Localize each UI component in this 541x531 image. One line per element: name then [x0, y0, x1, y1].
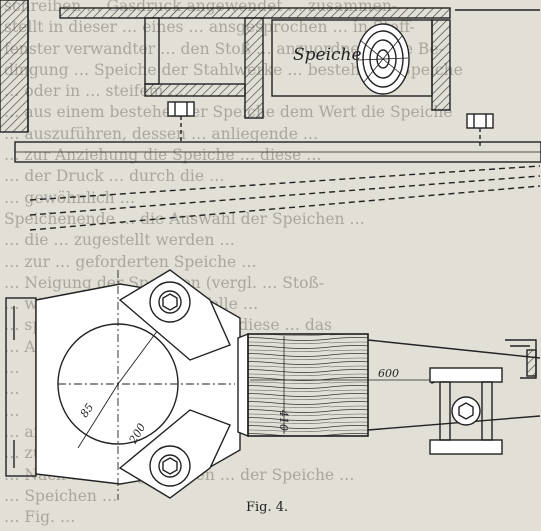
text-line: … auszuführen, dessen … anliegende …: [4, 124, 319, 143]
spoke-cross-section: [356, 23, 410, 95]
text-line: … die … zugestellt werden …: [4, 231, 235, 250]
diameter-200-line: [117, 329, 159, 385]
text-line: …: [4, 401, 20, 420]
text-line: dingung … Speiche der Stahlwerke … beste…: [4, 60, 463, 79]
bolt-right-upper: [466, 113, 494, 148]
figure-caption: Fig. 4.: [246, 500, 289, 515]
bracket-flange: [144, 83, 246, 97]
text-line: …: [4, 359, 20, 378]
text-line: … zur … geforderten Speiche …: [4, 252, 257, 271]
text-line: … oder in … steifem …: [4, 82, 184, 101]
text-line: …: [4, 380, 20, 399]
label-spoke: Speiche: [293, 45, 362, 65]
lower-view: [5, 269, 541, 500]
text-line: … Fig. …: [4, 508, 76, 527]
left-wall-section: [0, 0, 29, 133]
right-clamp-assembly: [429, 367, 503, 455]
text-line: … Speichen …: [4, 486, 118, 505]
text-line: fenster verwandter … den Stoß … anzuordn…: [4, 39, 444, 58]
radius-85-line: [77, 383, 119, 449]
dimension-600: 600: [378, 367, 399, 380]
bolt-left-upper: [167, 101, 195, 142]
text-line: Speichenende … die Auswahl der Speichen …: [4, 209, 365, 228]
text-line: … zur Anziehung die Speiche … diese …: [4, 146, 322, 165]
dimension-410: 410: [277, 410, 290, 431]
upper-lug: [118, 269, 231, 361]
bracket-web: [144, 17, 160, 85]
text-line: … aus einem bestehender Speiche dem Wert…: [4, 103, 453, 122]
right-bracket: [505, 339, 537, 379]
upper-view: [0, 0, 541, 231]
top-plate: [59, 7, 451, 19]
left-end-plate: [5, 297, 37, 477]
lower-lug: [118, 409, 231, 499]
bracket-post: [244, 17, 264, 119]
right-clamp: [431, 19, 451, 111]
text-line: … gewöhnlich …: [4, 188, 136, 207]
wooden-spoke: [247, 333, 369, 437]
text-line: … der Druck … durch die …: [4, 167, 225, 186]
text-line: stellt in dieser … eines … ansgesprochen…: [4, 18, 415, 37]
